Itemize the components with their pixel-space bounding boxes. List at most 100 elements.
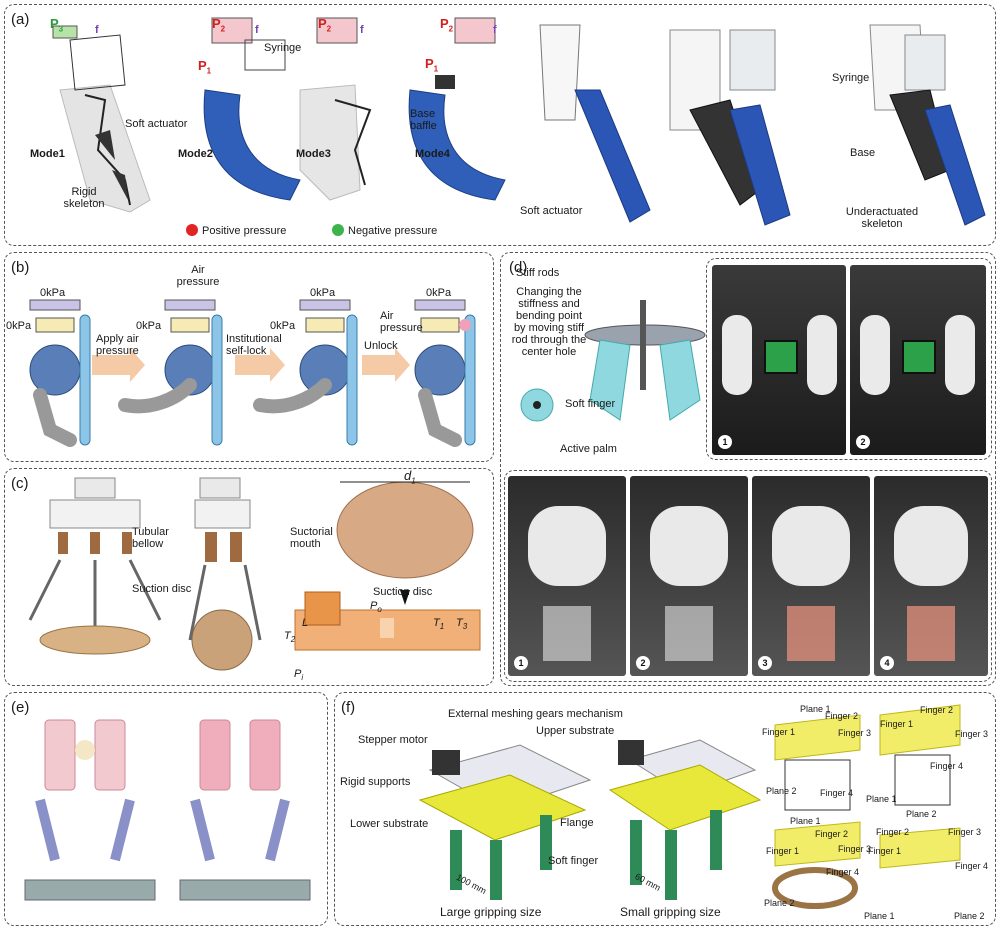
label-negative-pressure: Negative pressure bbox=[348, 225, 438, 237]
panel-d-label: (d) bbox=[509, 259, 528, 276]
d4-plane1: Plane 1 bbox=[864, 911, 895, 921]
d-desc-line-6: center hole bbox=[521, 346, 577, 358]
label-rigid-supports: Rigid supports bbox=[340, 776, 411, 788]
photo-d-bottom-1: 1 bbox=[508, 476, 626, 676]
badge-d-bottom-1: 1 bbox=[514, 656, 528, 670]
panel-e-label: (e) bbox=[11, 699, 30, 716]
d3-plane2: Plane 2 bbox=[764, 898, 795, 908]
label-b-kpa-4: 0kPa bbox=[310, 287, 336, 299]
d4-finger4: Finger 4 bbox=[955, 861, 989, 871]
label-cad-base: Base bbox=[850, 147, 876, 159]
panel-e: (e) bbox=[4, 692, 328, 926]
label-large-size: Large gripping size bbox=[440, 905, 542, 919]
d2-finger3: Finger 3 bbox=[955, 729, 989, 739]
label-mode2: Mode2 bbox=[178, 148, 213, 160]
label-f-1: f bbox=[95, 24, 99, 36]
label-suction-disc: Suction disc bbox=[132, 583, 192, 595]
d1-finger2: Finger 2 bbox=[825, 711, 859, 721]
photo-d-bottom-2: 2 bbox=[630, 476, 748, 676]
label-upper-substrate: Upper substrate bbox=[536, 725, 615, 737]
label-suctorial-mouth: Suctorial mouth bbox=[290, 526, 333, 550]
label-flange: Flange bbox=[560, 817, 594, 829]
label-soft-finger-d: Soft finger bbox=[565, 398, 616, 410]
photo-d-bottom-3: 3 bbox=[752, 476, 870, 676]
panel-f: (f) bbox=[334, 692, 996, 926]
label-external-meshing: External meshing gears mechanism bbox=[448, 708, 623, 720]
label-Pi: Pi bbox=[294, 668, 304, 683]
label-soft-finger-f: Soft finger bbox=[548, 855, 599, 867]
panel-a: (a) bbox=[4, 4, 996, 246]
d1-finger1: Finger 1 bbox=[762, 727, 796, 737]
d3-finger4: Finger 4 bbox=[826, 867, 860, 877]
label-p1-mode2: P1 bbox=[198, 58, 212, 76]
d3-finger3: Finger 3 bbox=[838, 844, 872, 854]
panel-d-bottom-photos-frame bbox=[504, 470, 992, 682]
label-Po: Po bbox=[370, 600, 382, 615]
label-p2-mode3: P2 bbox=[318, 16, 332, 34]
d-desc-line-2: stiffness and bbox=[518, 298, 580, 310]
label-f-3: f bbox=[360, 24, 364, 36]
label-p2-mode2: P2 bbox=[212, 16, 226, 34]
panel-c-label: (c) bbox=[11, 475, 29, 492]
panel-a-label: (a) bbox=[11, 11, 30, 28]
label-p3: P3 bbox=[50, 16, 64, 34]
d-desc-line-1: Changing the bbox=[516, 286, 582, 298]
label-b-kpa-1: 0kPa bbox=[40, 287, 66, 299]
badge-d-bottom-4: 4 bbox=[880, 656, 894, 670]
label-L: L bbox=[302, 617, 309, 629]
label-mode4: Mode4 bbox=[415, 148, 450, 160]
label-syringe-a: Syringe bbox=[264, 42, 302, 54]
label-b-apply-air: Apply air pressure bbox=[96, 333, 139, 357]
d4-plane2: Plane 2 bbox=[954, 911, 985, 921]
label-b-kpa-6: 0kPa bbox=[426, 287, 452, 299]
d2-finger1: Finger 1 bbox=[880, 719, 914, 729]
label-mode3: Mode3 bbox=[296, 148, 331, 160]
label-T2: T2 bbox=[284, 630, 296, 645]
label-underactuated-skeleton: Underactuated skeleton bbox=[845, 206, 919, 230]
d4-finger1: Finger 1 bbox=[868, 846, 902, 856]
badge-d-top-1: 1 bbox=[718, 435, 732, 449]
photo-d-top-1: 1 bbox=[712, 265, 846, 455]
label-active-palm: Active palm bbox=[560, 443, 617, 455]
badge-d-bottom-3: 3 bbox=[758, 656, 772, 670]
label-small-size: Small gripping size bbox=[620, 905, 721, 919]
photo-d-top-2: 2 bbox=[850, 265, 986, 455]
label-b-air-pressure-2: Air pressure bbox=[380, 310, 423, 334]
panel-d-top-photos-frame bbox=[706, 258, 992, 460]
badge-d-top-2: 2 bbox=[856, 435, 870, 449]
d4-finger2: Finger 2 bbox=[876, 827, 910, 837]
d4-finger3: Finger 3 bbox=[948, 827, 982, 837]
label-b-kpa-2: 0kPa bbox=[6, 320, 32, 332]
label-lower-substrate: Lower substrate bbox=[350, 818, 429, 830]
label-f-2: f bbox=[255, 24, 259, 36]
photo-d-bottom-4: 4 bbox=[874, 476, 988, 676]
d2-plane2: Plane 2 bbox=[906, 809, 937, 819]
label-b-self-lock: Institutional self-lock bbox=[226, 333, 282, 357]
label-T1: T1 bbox=[433, 617, 445, 632]
label-suction-disc-2: Suction disc bbox=[373, 586, 433, 598]
label-b-unlock: Unlock bbox=[364, 340, 398, 352]
d3-finger2: Finger 2 bbox=[815, 829, 849, 839]
panel-b-label: (b) bbox=[11, 259, 30, 276]
label-b-kpa-3: 0kPa bbox=[136, 320, 162, 332]
d-description: Changing the stiffness and bending point… bbox=[506, 286, 592, 358]
d1-finger4: Finger 4 bbox=[820, 788, 854, 798]
label-base-baffle: Base baffle bbox=[410, 108, 437, 132]
d1-finger3: Finger 3 bbox=[838, 728, 872, 738]
label-f-4: f bbox=[493, 24, 497, 36]
d2-finger2: Finger 2 bbox=[920, 705, 954, 715]
d1-plane2: Plane 2 bbox=[766, 786, 797, 796]
panel-c: (c) bbox=[4, 468, 494, 686]
d-desc-line-5: rod through the bbox=[511, 334, 587, 346]
d-desc-line-3: bending point bbox=[515, 310, 583, 322]
label-p2-mode4: P2 bbox=[440, 16, 454, 34]
d2-finger4: Finger 4 bbox=[930, 761, 964, 771]
label-rigid-skeleton: Rigid skeleton bbox=[63, 186, 105, 210]
d1-plane1: Plane 1 bbox=[800, 704, 831, 714]
d-desc-line-4: by moving stiff bbox=[513, 322, 585, 334]
panel-b: (b) bbox=[4, 252, 494, 462]
panel-d: (d) bbox=[500, 252, 996, 686]
label-tubular-bellow: Tubular bellow bbox=[132, 526, 169, 550]
label-positive-pressure: Positive pressure bbox=[202, 225, 287, 237]
label-soft-actuator: Soft actuator bbox=[125, 118, 188, 130]
